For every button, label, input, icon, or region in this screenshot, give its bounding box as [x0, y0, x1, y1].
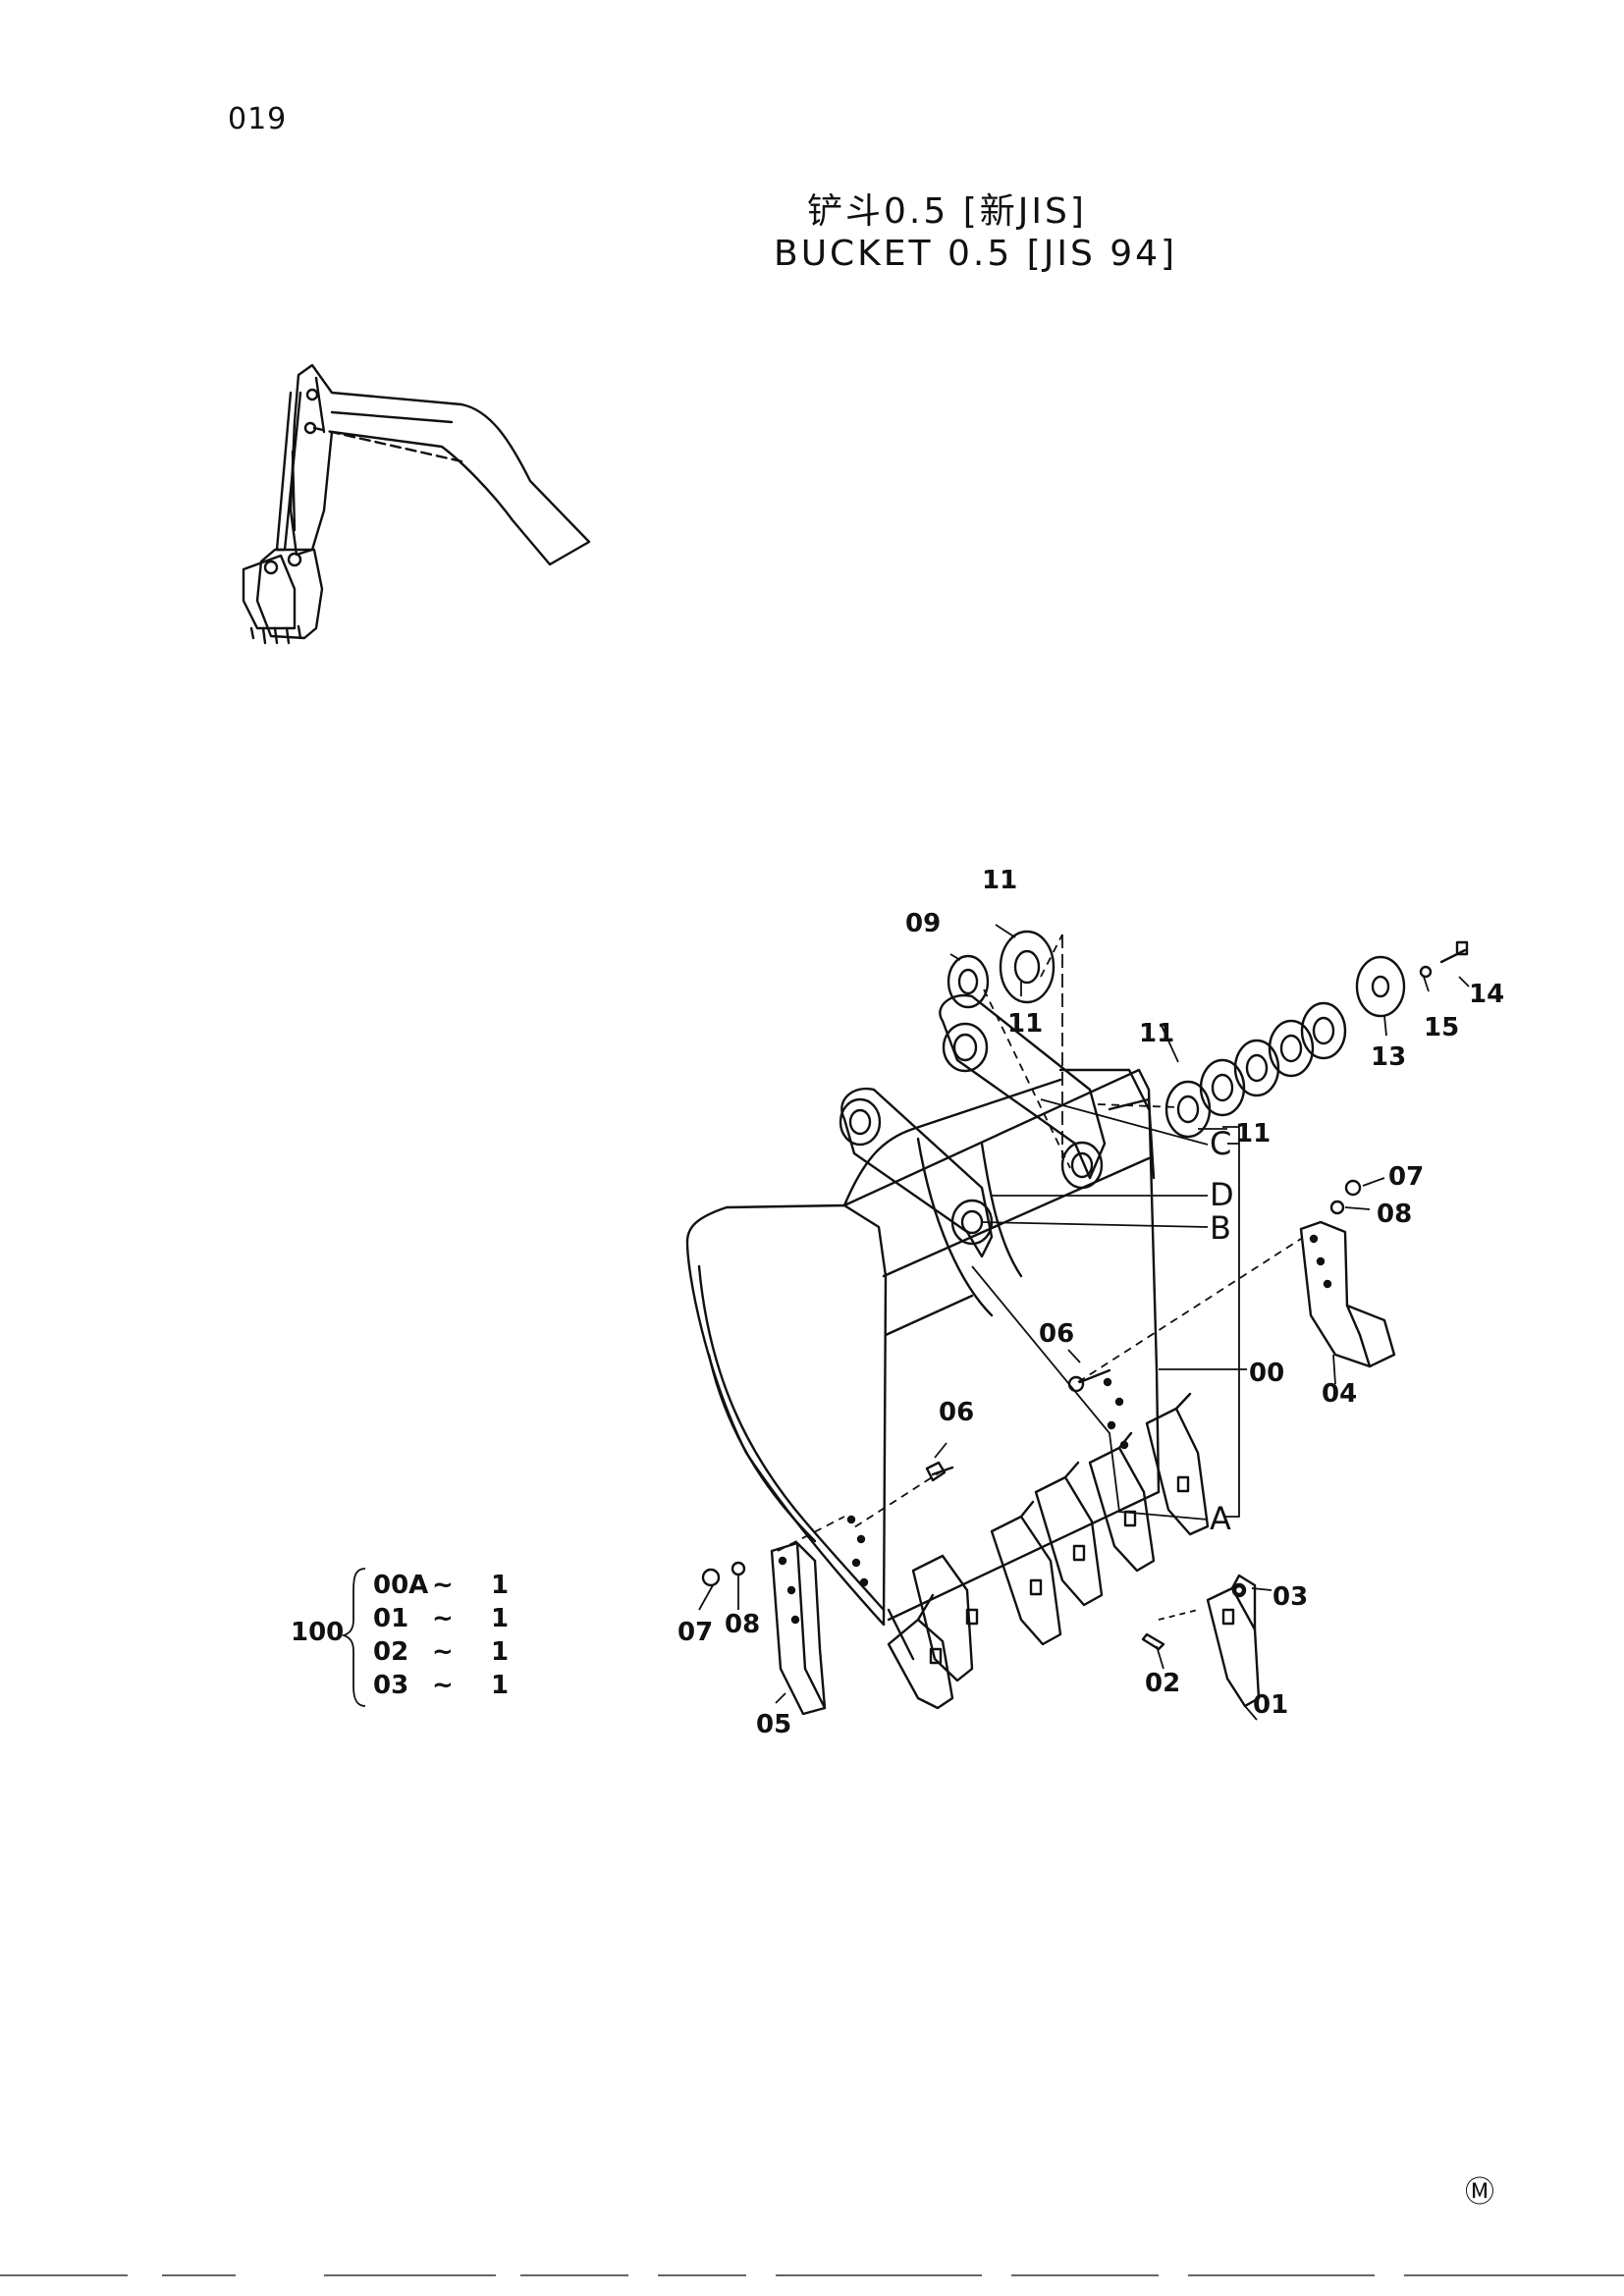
kit-number: 100 — [291, 1618, 345, 1647]
bucket-body — [685, 993, 1161, 1661]
kit-row-sep: ~ — [432, 1671, 454, 1700]
callout-11-mid: 11 — [1007, 1009, 1044, 1039]
page-number: 019 — [228, 102, 288, 136]
callout-11-top: 11 — [982, 866, 1018, 895]
callout-06-lower: 06 — [939, 1398, 975, 1427]
kit-row-qty: 1 — [491, 1571, 510, 1600]
side-cutter-left — [770, 1541, 827, 1716]
callout-05: 05 — [756, 1710, 792, 1739]
kit-row-part: 01 — [373, 1604, 409, 1633]
callout-07-right: 07 — [1388, 1162, 1425, 1192]
ref-letter-a: A — [1210, 1500, 1231, 1537]
kit-row-sep: ~ — [432, 1571, 454, 1600]
fasteners — [701, 940, 1469, 1596]
ref-letter-b: B — [1210, 1209, 1231, 1247]
kit-row-qty: 1 — [491, 1604, 510, 1633]
leader-lines — [341, 924, 1470, 1721]
callout-08-right: 08 — [1377, 1200, 1413, 1229]
callout-04: 04 — [1322, 1379, 1358, 1409]
kit-row-sep: ~ — [432, 1637, 454, 1667]
kit-row-qty: 1 — [491, 1671, 510, 1700]
boom-arm-thumbnail — [242, 363, 591, 645]
ref-letter-c: C — [1210, 1125, 1232, 1162]
tooth-point-assembly — [1141, 1574, 1261, 1708]
callout-01: 01 — [1253, 1690, 1289, 1720]
callout-14: 14 — [1469, 980, 1505, 1009]
kit-row-sep: ~ — [432, 1604, 454, 1633]
callout-00: 00 — [1249, 1359, 1285, 1388]
bucket-teeth — [887, 1392, 1210, 1710]
callout-15: 15 — [1424, 1013, 1460, 1042]
callout-09: 09 — [905, 909, 942, 938]
page-title-english: BUCKET 0.5 [JIS 94] — [774, 234, 1178, 274]
kit-row-part: 03 — [373, 1671, 409, 1700]
kit-row-part: 02 — [373, 1637, 409, 1667]
kit-row-part: 00A — [373, 1571, 429, 1600]
page-title-chinese: 铲斗0.5 [新JIS] — [807, 191, 1087, 232]
callout-07-left: 07 — [677, 1618, 714, 1647]
callout-11-right: 11 — [1139, 1019, 1175, 1048]
callout-13: 13 — [1371, 1042, 1407, 1072]
side-cutter-right — [1299, 1220, 1396, 1368]
callout-06-upper: 06 — [1039, 1319, 1075, 1349]
shim-washers — [947, 930, 1406, 1139]
callout-11-lower: 11 — [1235, 1119, 1272, 1148]
callout-08-left: 08 — [725, 1610, 761, 1639]
callout-03: 03 — [1272, 1582, 1309, 1612]
ref-letter-d: D — [1210, 1176, 1234, 1213]
kit-row-qty: 1 — [491, 1637, 510, 1667]
callout-02: 02 — [1145, 1669, 1181, 1698]
maker-mark-icon: Ⓜ — [1465, 2175, 1494, 2210]
